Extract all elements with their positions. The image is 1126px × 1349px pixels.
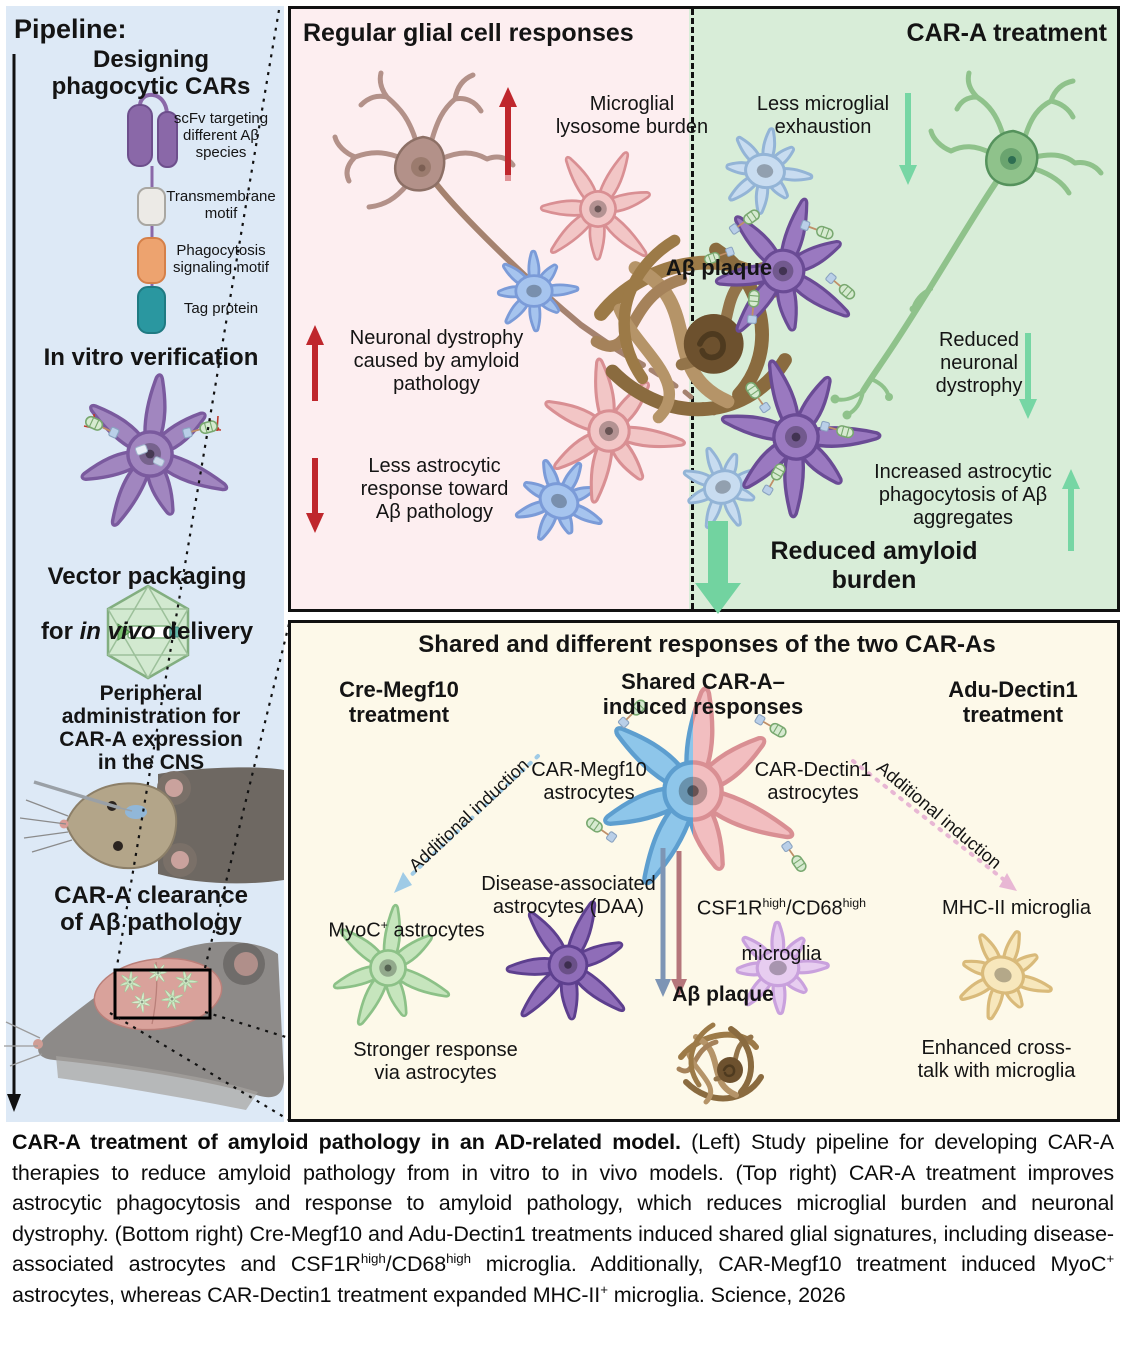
- cre-megf10-treatment-label: Cre-Megf10 treatment: [339, 677, 459, 728]
- adu-dectin1-treatment-label: Adu-Dectin1 treatment: [948, 677, 1078, 728]
- vector-invivo-italic: in vivo: [79, 618, 156, 646]
- caption-sup3: +: [1106, 1250, 1114, 1266]
- shared-responses-illustrations: [330, 623, 1068, 1125]
- caption-sup2: high: [446, 1250, 471, 1266]
- microglial-burden-label: Microglial lysosome burden: [555, 93, 709, 138]
- mouse-head-injection-illustration: [19, 767, 284, 884]
- car-dectin1-astrocytes-label: CAR-Dectin1 astrocytes: [754, 759, 872, 804]
- caption-p4: astrocytes, whereas CAR-Dectin1 treatmen…: [12, 1282, 601, 1307]
- pipeline-panel: Pipeline: Designing phagocytic CARs scFv…: [4, 6, 285, 1122]
- reduced-dystrophy-label: Reduced neuronal dystrophy: [935, 329, 1023, 397]
- shared-car-a-label: Shared CAR-A– induced responses: [602, 669, 804, 720]
- csf1r-p1: CSF1R: [696, 897, 763, 920]
- green-down-arrow-exhaustion: [899, 93, 917, 185]
- step-peripheral: Peripheral administration for CAR-A expr…: [59, 682, 243, 775]
- red-down-arrow-astrocytic: [306, 458, 324, 533]
- step-clearance: CAR-A clearance of Aβ pathology: [54, 882, 248, 937]
- myoc-sup: +: [380, 917, 388, 932]
- neuronal-dystrophy-label: Neuronal dystrophy caused by amyloid pat…: [349, 327, 524, 395]
- treatment-comparison-panel: Regular glial cell responses CAR-A treat…: [288, 6, 1120, 614]
- shared-responses-panel: Shared and different responses of the tw…: [288, 620, 1120, 1122]
- step-designing-cars: Designing phagocytic CARs: [51, 46, 251, 101]
- daa-label: Disease-associated astrocytes (DAA): [481, 873, 656, 918]
- label-tag-protein: Tag protein: [183, 300, 259, 317]
- label-phagocytosis: Phagocytosis signaling motif: [173, 242, 269, 277]
- left-half-title: Regular glial cell responses: [303, 19, 634, 47]
- shared-panel-title: Shared and different responses of the tw…: [418, 631, 996, 658]
- csf1r-p2: /CD68: [785, 897, 843, 920]
- vector-line1: Vector packaging: [47, 563, 247, 591]
- pipeline-timeline-arrow: [7, 54, 21, 1112]
- vector-line2-post: delivery: [155, 618, 254, 646]
- blue-arrow-to-plaque: [655, 848, 671, 997]
- csf1r-line2: microglia: [741, 943, 822, 966]
- step-invitro: In vitro verification: [43, 344, 259, 371]
- invitro-astrocyte-illustration: [77, 372, 232, 531]
- red-up-arrow-lysosome: [499, 87, 517, 181]
- blue-dashed-induction-arrow: [394, 754, 540, 893]
- car-megf10-astrocytes-label: CAR-Megf10 astrocytes: [531, 759, 647, 804]
- less-exhaustion-label: Less microglial exhaustion: [756, 93, 890, 138]
- csf1r-sup1: high: [762, 895, 786, 910]
- mhc2-microglia-label: MHC-II microglia: [942, 897, 1091, 919]
- less-astrocytic-label: Less astrocytic response toward Aβ patho…: [360, 455, 509, 523]
- reduced-burden-label: Reduced amyloid burden: [770, 537, 978, 594]
- green-up-arrow-phagocytosis: [1062, 469, 1080, 551]
- pink-dashed-induction-arrow: [851, 759, 1017, 891]
- stronger-response-label: Stronger response via astrocytes: [353, 1039, 518, 1084]
- pipeline-title: Pipeline:: [14, 14, 127, 44]
- caption-sup4: +: [600, 1281, 608, 1297]
- csf1r-cd68-label: CSF1Rhigh/CD68high microglia: [679, 873, 884, 989]
- myoc-astrocytes-label: MyoC+ astrocytes: [309, 895, 504, 942]
- green-neuron-illustration: [830, 70, 1104, 420]
- caption-p1: (Left) Study pipeline for developing CAR…: [12, 1130, 1114, 1277]
- figure-caption: CAR-A treatment of amyloid pathology in …: [12, 1127, 1114, 1310]
- csf1r-line1: CSF1Rhigh/CD68high: [679, 896, 884, 920]
- ab-plaque-label-top: Aβ plaque: [665, 255, 773, 280]
- vector-line2-pre: for: [40, 618, 80, 646]
- caption-sup1: high: [360, 1250, 386, 1266]
- caption-bold-title: CAR-A treatment of amyloid pathology in …: [12, 1130, 681, 1154]
- increased-phagocytosis-label: Increased astrocytic phagocytosis of Aβ …: [874, 461, 1052, 529]
- caption-p3: microglia. Additionally, CAR-Megf10 trea…: [470, 1252, 1107, 1277]
- mouse-brain-clearance-illustration: [4, 941, 285, 1110]
- red-up-arrow-dystrophy: [306, 325, 324, 401]
- myoc-post: astrocytes: [387, 919, 485, 942]
- csf1r-sup2: high: [842, 895, 867, 910]
- amyloid-plaque-illustration-bottom: [679, 1025, 761, 1102]
- panel-divider-dashed: [691, 9, 694, 609]
- caption-p5: microglia. Science, 2026: [607, 1282, 846, 1307]
- glial-response-illustrations: [306, 70, 1104, 614]
- enhanced-crosstalk-label: Enhanced cross- talk with microglia: [917, 1037, 1076, 1082]
- rose-arrow-to-plaque: [671, 851, 687, 997]
- step-vector-packaging: Vector packaging for in vivo delivery: [16, 536, 278, 645]
- label-scfv: scFv targeting different Aβ species: [173, 110, 269, 162]
- myoc-text: MyoC: [328, 919, 381, 942]
- caption-p2: /CD68: [385, 1252, 447, 1277]
- label-transmembrane: Transmembrane motif: [166, 188, 276, 223]
- right-half-title: CAR-A treatment: [906, 19, 1107, 47]
- ab-plaque-label-bottom: Aβ plaque: [672, 983, 774, 1006]
- green-down-arrow-dystrophy: [1019, 333, 1037, 419]
- mhc2-microglia-illustration: [947, 916, 1068, 1037]
- big-green-down-arrow: [695, 521, 741, 614]
